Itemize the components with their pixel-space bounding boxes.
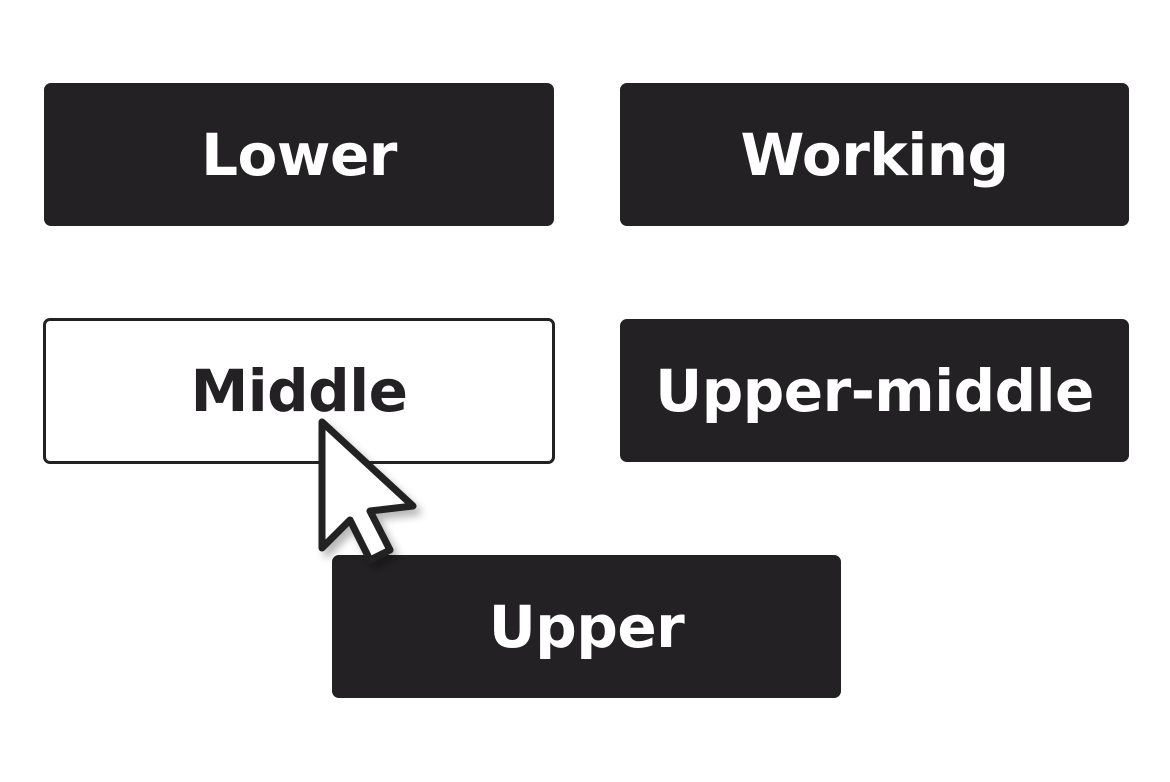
option-middle-button[interactable]: Middle <box>43 318 555 464</box>
option-middle-label: Middle <box>190 357 408 425</box>
option-lower-label: Lower <box>201 120 397 189</box>
option-upper-middle-button[interactable]: Upper-middle <box>620 319 1129 462</box>
option-upper-label: Upper <box>488 592 685 661</box>
option-working-label: Working <box>740 120 1009 189</box>
option-lower-button[interactable]: Lower <box>44 83 554 226</box>
option-upper-button[interactable]: Upper <box>332 555 841 698</box>
option-upper-middle-label: Upper-middle <box>655 356 1094 425</box>
option-working-button[interactable]: Working <box>620 83 1129 226</box>
